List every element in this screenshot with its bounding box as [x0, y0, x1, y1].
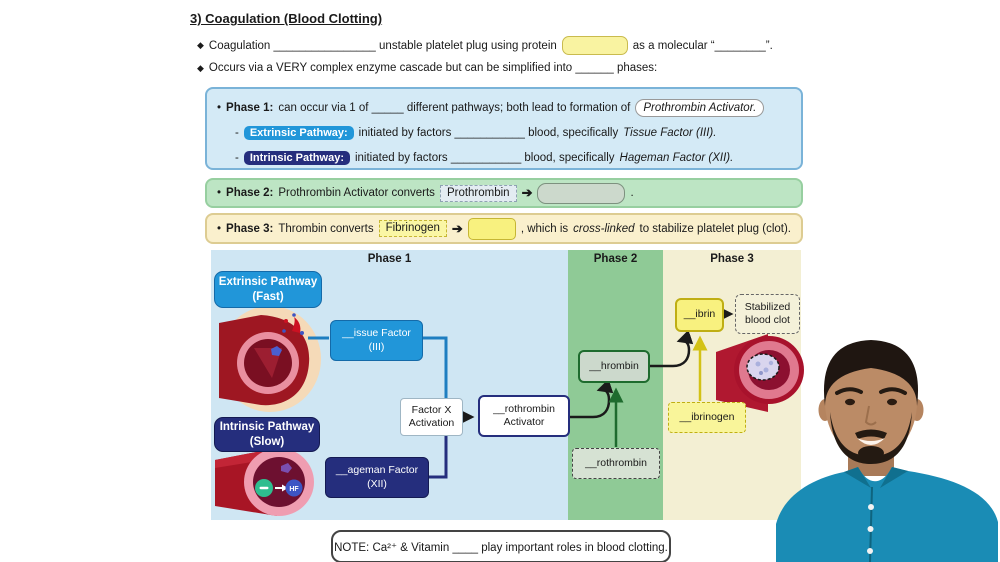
- phase2-column-header: Phase 2: [593, 253, 638, 265]
- prothrombin-activator-box: __rothrombin Activator: [478, 395, 570, 437]
- fibrinogen-box: __ibrinogen: [668, 402, 746, 433]
- phase3-label: Phase 3:: [226, 222, 274, 235]
- phase2-label: Phase 2:: [226, 187, 274, 199]
- prothrombin-activator-chip: Prothrombin Activator.: [635, 98, 765, 117]
- tissue-factor-box: __issue Factor (III): [330, 320, 423, 361]
- extrinsic-pathway-chip: Extrinsic Pathway:: [243, 125, 354, 140]
- page-title: 3) Coagulation (Blood Clotting): [190, 11, 383, 26]
- phase3-summary-panel: • Phase 3: Thrombin converts Fibrinogen …: [205, 213, 803, 244]
- intact-blood-vessel-illustration: HF: [215, 448, 314, 516]
- phase3-column-header: Phase 3: [710, 253, 754, 265]
- cross-linked-italic: cross-linked: [573, 222, 635, 235]
- phase1-summary-panel: • Phase 1: can occur via 1 of _____ diff…: [205, 87, 803, 170]
- phase2-text: Prothrombin Activator converts: [278, 187, 435, 199]
- fill-in-blank-fibrin: [467, 217, 516, 240]
- hageman-factor-italic: Hageman Factor (XII).: [619, 151, 734, 164]
- hageman-factor-box: __ageman Factor (XII): [325, 457, 429, 498]
- fill-in-blank-protein: [561, 36, 628, 55]
- fibrinogen-chip: Fibrinogen: [378, 220, 447, 237]
- dash-bullet: -: [235, 126, 239, 139]
- clotted-blood-vessel-illustration: [716, 334, 804, 412]
- flow-arrows: [308, 306, 734, 479]
- phase3-post-pre: , which is: [520, 222, 569, 235]
- coagulation-flowchart: Phase 1 Phase 2 Phase 3: [211, 250, 804, 520]
- bullet1-text-post: as a molecular “________”.: [632, 39, 773, 52]
- bullet2-text: Occurs via a VERY complex enzyme cascade…: [208, 62, 658, 74]
- dot-bullet: •: [217, 222, 222, 235]
- tissue-factor-italic: Tissue Factor (III).: [623, 126, 717, 139]
- dot-bullet: •: [217, 187, 222, 199]
- dot-bullet: •: [217, 101, 222, 114]
- intrinsic-pathway-box: Intrinsic Pathway (Slow): [214, 417, 320, 452]
- cut-blood-vessel-illustration: [219, 306, 321, 412]
- fill-in-blank-thrombin: [537, 182, 626, 204]
- stabilized-clot-box: Stabilized blood clot: [735, 294, 800, 334]
- phase3-text: Thrombin converts: [278, 222, 374, 235]
- extrinsic-pathway-box: Extrinsic Pathway (Fast): [214, 271, 322, 308]
- dash-bullet: -: [235, 151, 239, 164]
- diamond-bullet-icon: ◆: [197, 40, 204, 50]
- right-arrow-icon: ➔: [451, 220, 463, 236]
- note-text: NOTE: Ca²⁺ & Vitamin ____ play important…: [334, 541, 668, 554]
- extrinsic-line: - Extrinsic Pathway: initiated by factor…: [217, 120, 791, 145]
- hageman-factor-abbrev: HF: [289, 486, 299, 493]
- intrinsic-line: - Intrinsic Pathway: initiated by factor…: [217, 145, 791, 170]
- phase2-summary-panel: • Phase 2: Prothrombin Activator convert…: [205, 178, 803, 208]
- phase1-line1: • Phase 1: can occur via 1 of _____ diff…: [217, 95, 791, 120]
- phase1-label: Phase 1:: [226, 101, 274, 114]
- fibrin-box: __ibrin: [675, 298, 724, 332]
- intrinsic-pathway-chip: Intrinsic Pathway:: [243, 150, 350, 165]
- thrombin-box: __hrombin: [578, 350, 650, 383]
- phase1-column-header: Phase 1: [367, 253, 412, 265]
- phase3-post-rest: to stabilize platelet plug (clot).: [639, 222, 792, 235]
- prothrombin-chip: Prothrombin: [439, 184, 517, 202]
- bullet-cascade: ◆ Occurs via a VERY complex enzyme casca…: [197, 62, 657, 74]
- diamond-bullet-icon: ◆: [197, 62, 204, 73]
- prothrombin-box: __rothrombin: [572, 448, 660, 479]
- bullet1-text-pre: Coagulation ________________ unstable pl…: [208, 39, 557, 52]
- extrinsic-text: initiated by factors ___________ blood, …: [358, 126, 619, 139]
- right-arrow-icon: ➔: [521, 185, 533, 200]
- factor-x-activation-box: Factor X Activation: [400, 398, 463, 436]
- note-box: NOTE: Ca²⁺ & Vitamin ____ play important…: [331, 530, 671, 562]
- bullet-coagulation: ◆ Coagulation ________________ unstable …: [197, 36, 773, 55]
- phase1-text: can occur via 1 of _____ different pathw…: [278, 101, 631, 114]
- phase2-period: .: [630, 187, 634, 199]
- intrinsic-text: initiated by factors ___________ blood, …: [354, 151, 615, 164]
- instructor: [776, 340, 998, 562]
